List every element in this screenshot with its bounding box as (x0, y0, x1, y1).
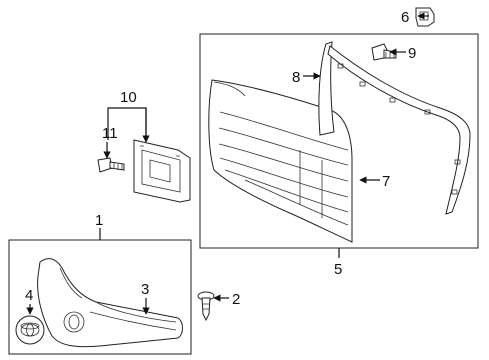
callout-6: 6 (401, 9, 409, 26)
callout-8: 8 (292, 69, 300, 86)
callout-7: 7 (382, 173, 390, 190)
callout-1: 1 (95, 212, 103, 229)
push-clip-2 (197, 291, 215, 322)
screw-9 (371, 43, 397, 61)
callout-11: 11 (102, 125, 118, 142)
clip-6 (415, 7, 435, 27)
callout-10: 10 (120, 89, 137, 106)
license-bracket (133, 139, 191, 203)
emblem (15, 315, 45, 345)
callout-2: 2 (232, 291, 240, 308)
callout-5: 5 (334, 261, 342, 278)
callout-9: 9 (408, 45, 416, 62)
leader-lines (26, 12, 429, 315)
radiator-grille (208, 79, 353, 243)
lower-grille (37, 258, 183, 348)
callout-3: 3 (141, 281, 149, 298)
callout-4: 4 (25, 287, 33, 304)
bolt-11 (97, 157, 125, 173)
grille-molding (318, 41, 471, 215)
